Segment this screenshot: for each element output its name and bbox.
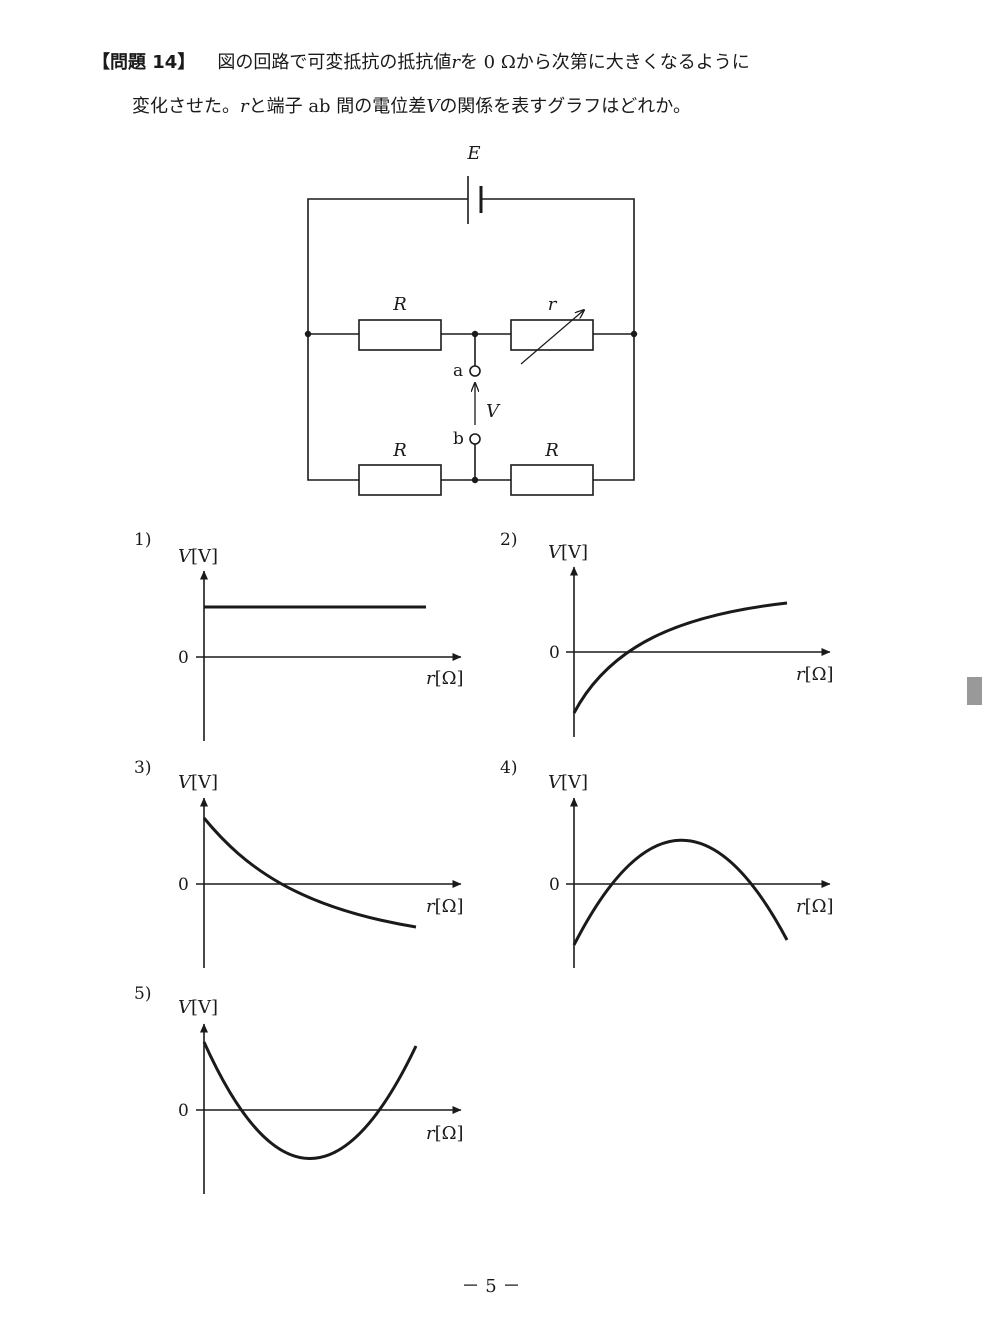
terminal-a-circle — [469, 365, 481, 377]
curve-decreasing — [202, 817, 417, 929]
y-axis-label: V[V] — [548, 772, 588, 793]
option-number: 1) — [134, 530, 151, 550]
origin-label: 0 — [178, 875, 189, 895]
node-right — [630, 330, 638, 338]
variable-resistor-arrow — [520, 310, 584, 365]
curve-arch — [572, 838, 789, 946]
terminal-b-label: b — [453, 429, 464, 449]
option-2-graph: 2) V[V] 0 r[Ω] — [500, 530, 834, 737]
page-number: － 5 － — [461, 1276, 521, 1297]
x-axis-label: r[Ω] — [426, 668, 464, 689]
circuit-wire — [307, 334, 635, 481]
y-axis-label: V[V] — [178, 546, 218, 567]
option-number: 4) — [500, 758, 517, 778]
side-index-tab — [967, 677, 982, 705]
origin-label: 0 — [549, 643, 560, 663]
y-axis-label: V[V] — [178, 997, 218, 1018]
option-4-graph: 4) V[V] 0 r[Ω] — [500, 758, 834, 968]
source-label: E — [466, 143, 480, 164]
terminal-a-label: a — [453, 361, 463, 381]
resistor-bottom-right — [510, 464, 594, 496]
variable-resistor-label: r — [548, 294, 558, 315]
variable-resistor — [510, 319, 594, 351]
question-line-2: 変化させた。rと端子 ab 間の電位差Vの関係を表すグラフはどれか。 — [132, 96, 691, 117]
voltage-label: V — [486, 401, 501, 422]
option-number: 2) — [500, 530, 517, 550]
option-5-graph: 5) V[V] 0 r[Ω] — [134, 984, 464, 1194]
node-left — [304, 330, 312, 338]
circuit-wire — [307, 198, 635, 334]
option-1-graph: 1) V[V] 0 r[Ω] — [134, 530, 464, 741]
variable-V: V — [426, 96, 440, 117]
option-number: 3) — [134, 758, 151, 778]
origin-label: 0 — [178, 1101, 189, 1121]
y-axis-label: V[V] — [178, 772, 218, 793]
question-label: 【問題 14】 — [92, 52, 196, 73]
option-number: 5) — [134, 984, 151, 1004]
curve-increasing — [572, 601, 788, 714]
node-middle-bottom — [471, 476, 479, 484]
resistor-label: R — [392, 440, 407, 461]
x-axis-label: r[Ω] — [796, 664, 834, 685]
y-axis-label: V[V] — [548, 542, 588, 563]
resistor-label: R — [544, 440, 559, 461]
origin-label: 0 — [178, 648, 189, 668]
curve-valley — [202, 1041, 418, 1160]
option-3-graph: 3) V[V] 0 r[Ω] — [134, 758, 464, 968]
terminal-b-circle — [469, 433, 481, 445]
node-middle-top — [471, 330, 479, 338]
resistor-bottom-left — [358, 464, 442, 496]
x-axis-label: r[Ω] — [796, 896, 834, 917]
question-line-1: 【問題 14】図の回路で可変抵抗の抵抗値rを 0 Ωから次第に大きくなるように — [92, 52, 750, 73]
x-axis-label: r[Ω] — [426, 1123, 464, 1144]
origin-label: 0 — [549, 875, 560, 895]
circuit-diagram: E R r R R a b V — [304, 143, 638, 496]
resistor-top-left — [358, 319, 442, 351]
variable-r: r — [451, 52, 460, 73]
resistor-label: R — [392, 294, 407, 315]
answer-graphs: 1) V[V] 0 r[Ω] 2) V[V] 0 r[Ω] 3) V[V] 0 … — [134, 530, 834, 1194]
x-axis-label: r[Ω] — [426, 896, 464, 917]
